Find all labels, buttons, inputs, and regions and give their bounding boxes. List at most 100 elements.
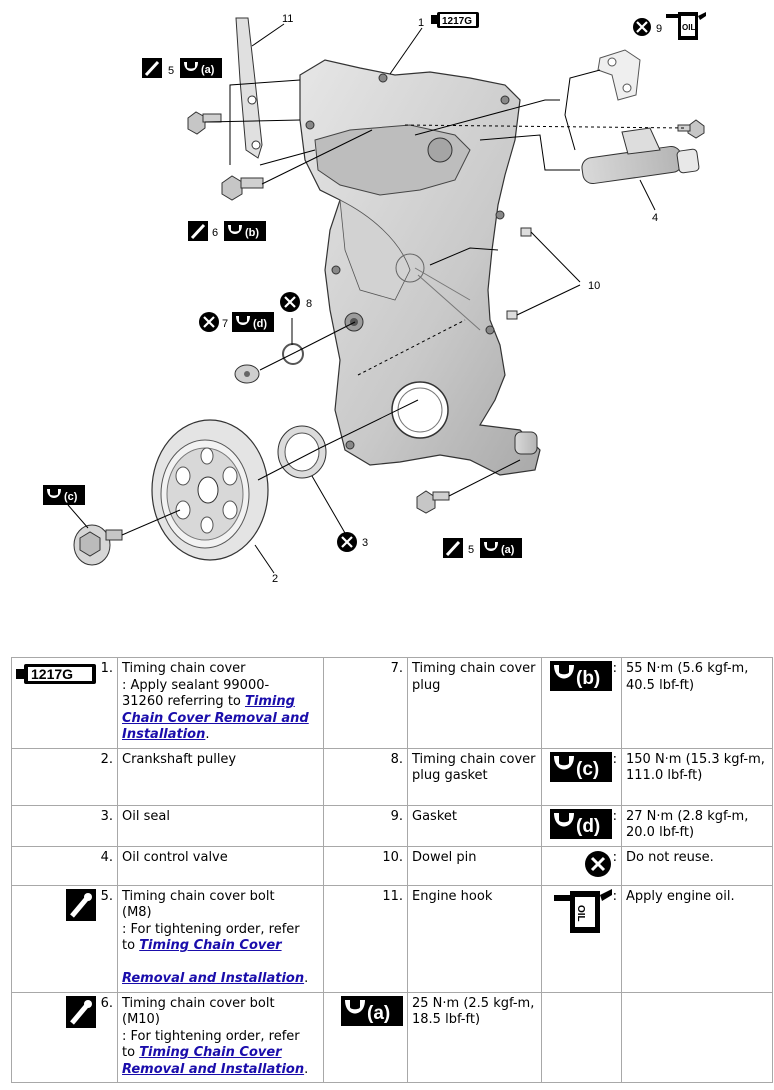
callout-1: 1 (418, 17, 424, 29)
cover-bolt-m10 (221, 175, 264, 201)
svg-text:1217G: 1217G (442, 16, 472, 27)
svg-text:OIL: OIL (575, 905, 586, 922)
torque-c-icon: (c) (43, 485, 85, 505)
do-not-reuse-icon (337, 532, 357, 552)
table-row: 4. Oil control valve 10. Dowel pin : Do … (11, 845, 773, 886)
gasket (597, 49, 641, 101)
oil-seal (277, 425, 327, 479)
apply-oil-text: Apply engine oil. (621, 884, 773, 993)
do-not-reuse-icon (199, 312, 219, 332)
torque-b-icon: (b) (549, 661, 612, 691)
torque-c-icon: (c) (549, 751, 612, 782)
torque-a-cell: (a) (323, 991, 408, 1083)
torque-c-cell: (c) : (541, 747, 622, 806)
svg-text:(d): (d) (576, 816, 600, 837)
svg-text:(d): (d) (253, 318, 267, 330)
svg-text:(c): (c) (576, 759, 599, 780)
callout-11: 11 (282, 13, 293, 25)
timing-chain-cover-link[interactable]: Timing Chain Cover (139, 1045, 282, 1060)
torque-a-icon: (a) (341, 995, 403, 1026)
svg-text:(a): (a) (367, 1003, 390, 1024)
do-not-reuse-icon (584, 850, 611, 877)
callout-9: 9 (656, 23, 662, 35)
torque-d-icon: (d) (232, 312, 274, 332)
leader-lines (67, 23, 686, 574)
torque-a-value: 25 N·m (2.5 kgf-m, 18.5 lbf-ft) (407, 991, 542, 1083)
bolt-icon (66, 995, 97, 1028)
legend-item-3-text: Oil seal (117, 804, 324, 847)
callout-2: 2 (272, 573, 278, 585)
torque-b-icon: (b) (224, 221, 266, 241)
legend-item-7-number: 7. (323, 657, 408, 749)
do-not-reuse-icon (633, 18, 651, 36)
callout-4: 4 (652, 212, 658, 224)
do-not-reuse-icon (280, 292, 300, 312)
do-not-reuse-cell: : (541, 845, 622, 886)
legend-item-11-text: Engine hook (407, 884, 542, 993)
svg-text:(c): (c) (64, 491, 78, 503)
oil-can-icon: OIL (666, 12, 706, 40)
removal-installation-link[interactable]: Removal and Installation (122, 971, 305, 986)
crankshaft-pulley-bolt (73, 524, 123, 566)
sealant-1217g-icon: 1217G (16, 664, 97, 684)
callout-7: 7 (222, 318, 228, 330)
dowel-pins (506, 227, 532, 320)
timing-chain-cover (299, 59, 541, 476)
bolt-icon (66, 888, 97, 921)
crankshaft-pulley (151, 419, 269, 561)
callout-5-upper: 5 (168, 65, 174, 77)
timing-chain-cover-link[interactable]: Timing Chain Cover Removal and Installat… (122, 694, 309, 742)
legend-item-1-number: 1217G 1. (11, 657, 118, 749)
legend-item-8-text: Timing chain cover plug gasket (407, 747, 542, 806)
oil-can-icon: OIL (553, 888, 612, 933)
svg-text:(b): (b) (245, 227, 259, 239)
legend-item-10-text: Dowel pin (407, 845, 542, 886)
callout-6: 6 (212, 227, 218, 239)
torque-a-icon: (a) (480, 538, 522, 558)
callout-8: 8 (306, 298, 312, 310)
table-row: 3. Oil seal 9. Gasket (d) : 27 N·m (2.8 … (11, 804, 773, 847)
valve-bolt (677, 119, 705, 139)
legend-item-4-text: Oil control valve (117, 845, 324, 886)
torque-b-cell: (b) : (541, 657, 622, 749)
oil-control-valve (581, 127, 700, 185)
cover-plug (234, 364, 260, 384)
svg-text:(a): (a) (501, 544, 515, 556)
table-row: 6. Timing chain cover bolt (M10) : For t… (11, 991, 773, 1083)
engine-hook (235, 17, 263, 159)
exploded-diagram: 1 2 3 4 5 5 6 7 8 9 10 11 1217G OIL (43, 12, 706, 585)
oil-can-cell: OIL : (541, 884, 622, 993)
cover-bolt-m8-lower (416, 490, 450, 514)
callout-5-lower: 5 (468, 544, 474, 556)
legend-table: 1217G 1. Timing chain cover : Apply seal… (11, 657, 773, 1083)
table-row: 5. Timing chain cover bolt (M8) : For ti… (11, 884, 773, 993)
legend-item-9-text: Gasket (407, 804, 542, 847)
torque-d-value: 27 N·m (2.8 kgf-m, 20.0 lbf-ft) (621, 804, 773, 847)
legend-item-7-text: Timing chain cover plug (407, 657, 542, 749)
svg-text:OIL: OIL (682, 23, 695, 32)
legend-item-2-text: Crankshaft pulley (117, 747, 324, 806)
do-not-reuse-text: Do not reuse. (621, 845, 773, 886)
bolt-icon (188, 221, 208, 241)
torque-c-value: 150 N·m (15.3 kgf-m, 111.0 lbf-ft) (621, 747, 773, 806)
removal-installation-link[interactable]: Removal and Installation (122, 1061, 305, 1077)
callout-3: 3 (362, 537, 368, 549)
timing-chain-cover-link[interactable]: Timing Chain Cover (139, 938, 282, 953)
svg-text:1217G: 1217G (31, 666, 73, 682)
bolt-icon (142, 58, 162, 78)
item-number: 1. (100, 661, 113, 676)
torque-d-cell: (d) : (541, 804, 622, 847)
cover-bolt-m8 (187, 111, 222, 135)
torque-a-icon: (a) (180, 58, 222, 78)
table-row: 2. Crankshaft pulley 8. Timing chain cov… (11, 747, 773, 806)
torque-d-icon: (d) (549, 808, 612, 839)
table-row: 1217G 1. Timing chain cover : Apply seal… (11, 657, 773, 749)
legend-item-1-text: Timing chain cover : Apply sealant 99000… (117, 657, 324, 749)
svg-text:(a): (a) (201, 64, 215, 76)
bolt-icon (443, 538, 463, 558)
callout-10: 10 (588, 280, 600, 292)
legend-item-6-text: Timing chain cover bolt (M10) : For tigh… (117, 991, 324, 1083)
legend-item-5-text: Timing chain cover bolt (M8) : For tight… (117, 884, 324, 993)
svg-text:(b): (b) (576, 668, 600, 689)
torque-b-value: 55 N·m (5.6 kgf-m, 40.5 lbf-ft) (621, 657, 773, 749)
